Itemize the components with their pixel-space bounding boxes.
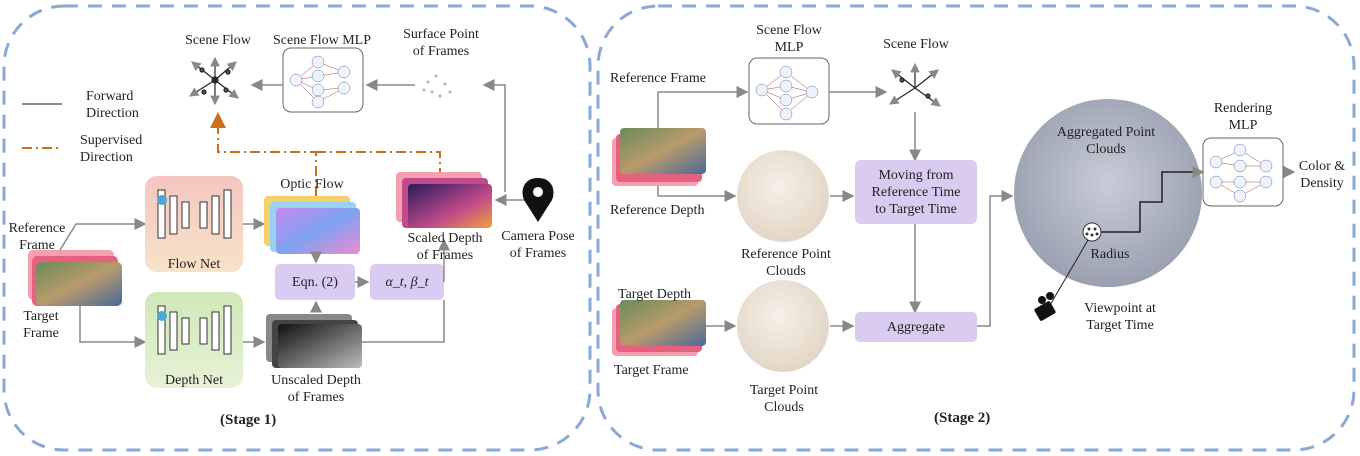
scene-flow2-label: Scene Flow xyxy=(883,37,949,52)
color-density-label: Color & Density xyxy=(1298,159,1346,191)
aggregate-box xyxy=(855,312,977,342)
flow-net-label: Flow Net xyxy=(167,257,221,272)
scene-flow-label: Scene Flow xyxy=(185,33,251,48)
legend-forward-label: Forward Direction xyxy=(86,89,139,121)
moving-box xyxy=(855,160,977,224)
eqn-box xyxy=(275,264,355,300)
aggregate-label: Aggregate xyxy=(886,319,946,335)
depth-net-label: Depth Net xyxy=(165,373,223,388)
target-frame-label: Target Frame xyxy=(23,309,59,341)
target-depth-label: Target Depth xyxy=(618,287,692,302)
target-frames-images xyxy=(612,300,706,356)
unscaled-depth-images xyxy=(266,314,362,368)
eqn-label: Eqn. (2) xyxy=(292,274,338,290)
reference-frame2-label: Reference Frame xyxy=(610,71,706,86)
reference-depth-label: Reference Depth xyxy=(610,203,705,218)
viewpoint-label: Viewpoint at Target Time xyxy=(1084,301,1156,333)
moving-label: Moving from Reference Time to Target Tim… xyxy=(871,167,961,217)
location-pin-icon xyxy=(522,178,554,222)
unscaled-depth-label: Unscaled Depth of Frames xyxy=(271,373,361,405)
stage2-title: (Stage 2) xyxy=(934,410,991,426)
scene-flow-mlp-box xyxy=(282,47,364,113)
stage1-panel xyxy=(2,4,592,452)
scene-flow-mlp-label: Scene Flow MLP xyxy=(273,33,371,48)
rendering-mlp-label: Rendering MLP xyxy=(1213,101,1273,133)
alpha-beta-label: α_t, β_t xyxy=(385,274,429,290)
stage2-panel xyxy=(596,4,1356,452)
surface-point-label: Surface Point of Frames xyxy=(403,27,479,59)
target-point-cloud xyxy=(737,280,829,372)
radius-icon xyxy=(1082,222,1102,242)
mlp-icon xyxy=(289,55,351,109)
depth-net-layers xyxy=(157,305,232,355)
camera-pose-label: Camera Pose of Frames xyxy=(501,229,575,261)
rendering-mlp-icon xyxy=(1209,143,1273,203)
reference-frame-label: Reference Frame xyxy=(8,221,66,253)
supervised-path xyxy=(210,112,317,196)
scaled-depth-images xyxy=(396,172,492,228)
reference-point-clouds-label: Reference Point Clouds xyxy=(741,247,831,279)
target-point-clouds-label: Target Point Clouds xyxy=(749,383,819,415)
scaled-depth-label: Scaled Depth of Frames xyxy=(407,231,483,263)
optic-flow-images xyxy=(264,196,360,254)
radius-label: Radius xyxy=(1090,247,1130,262)
optic-flow-label: Optic Flow xyxy=(280,177,344,192)
stage1-title: (Stage 1) xyxy=(220,412,277,428)
target-frame2-label: Target Frame xyxy=(614,363,689,378)
mlp2-icon xyxy=(755,65,819,121)
surface-points-icon xyxy=(422,74,452,98)
legend-supervised-label: Supervised Direction xyxy=(80,133,143,165)
scene-flow-icon xyxy=(188,56,239,106)
reference-frames-images xyxy=(612,128,706,186)
reference-point-cloud xyxy=(737,150,829,242)
scene-flow-mlp2-label: Scene Flow MLP xyxy=(756,23,822,55)
alpha-beta-box xyxy=(370,264,444,300)
camera-icon xyxy=(1034,292,1056,321)
aggregated-point-clouds-label: Aggregated Point Clouds xyxy=(1056,125,1156,157)
aggregated-point-cloud xyxy=(1014,99,1202,287)
flow-net-layers xyxy=(157,189,232,239)
input-frames-stage1 xyxy=(28,250,122,306)
scene-flow2-icon xyxy=(888,62,941,107)
